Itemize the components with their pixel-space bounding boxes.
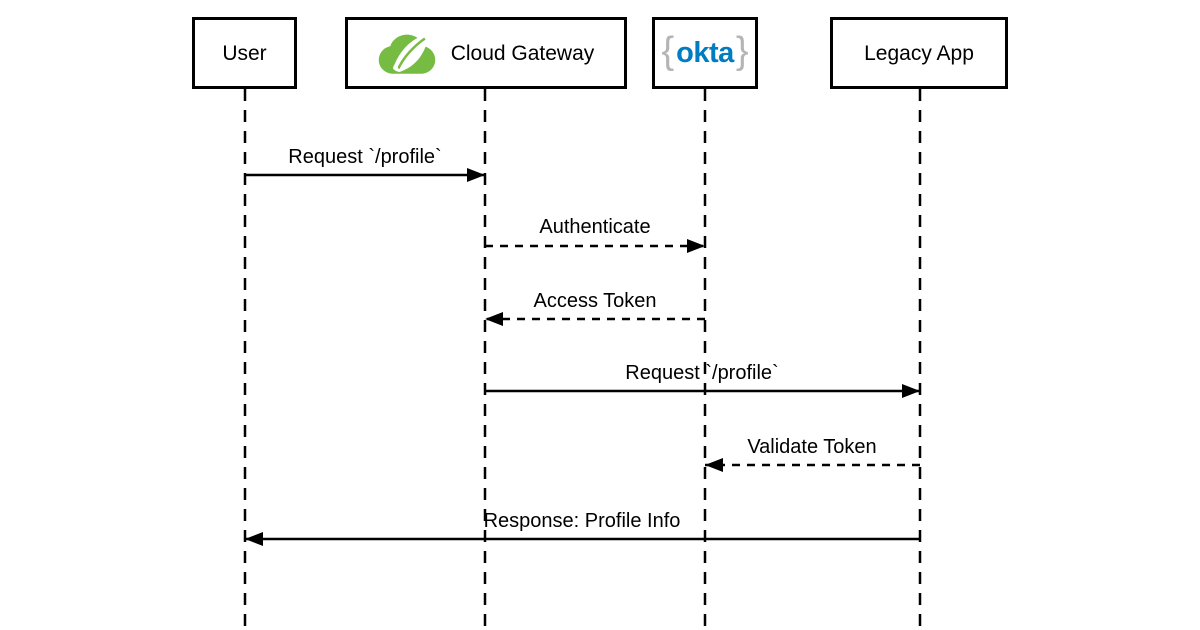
message-label-response-profile-info: Response: Profile Info — [483, 510, 681, 532]
message-label-request-profile-2: Request `/profile` — [625, 362, 779, 384]
okta-brace-right: } — [735, 30, 749, 72]
actor-user[interactable]: User — [192, 17, 297, 89]
actor-cloud-gateway[interactable]: Cloud Gateway — [345, 17, 627, 89]
okta-wordmark-icon: { okta } — [661, 30, 749, 72]
actor-okta[interactable]: { okta } — [652, 17, 758, 89]
okta-wordmark-text: okta — [676, 36, 734, 69]
message-label-request-profile-1: Request `/profile` — [288, 146, 442, 168]
message-label-access-token: Access Token — [533, 290, 657, 312]
actor-user-label: User — [222, 41, 267, 65]
actor-legacy-app-label: Legacy App — [864, 41, 974, 65]
message-label-authenticate: Authenticate — [539, 216, 651, 238]
actor-cloud-gateway-label: Cloud Gateway — [450, 41, 595, 65]
actor-legacy-app[interactable]: Legacy App — [830, 17, 1008, 89]
okta-brace-left: { — [661, 30, 675, 72]
message-label-validate-token: Validate Token — [747, 436, 877, 458]
spring-cloud-leaf-icon — [378, 33, 435, 74]
